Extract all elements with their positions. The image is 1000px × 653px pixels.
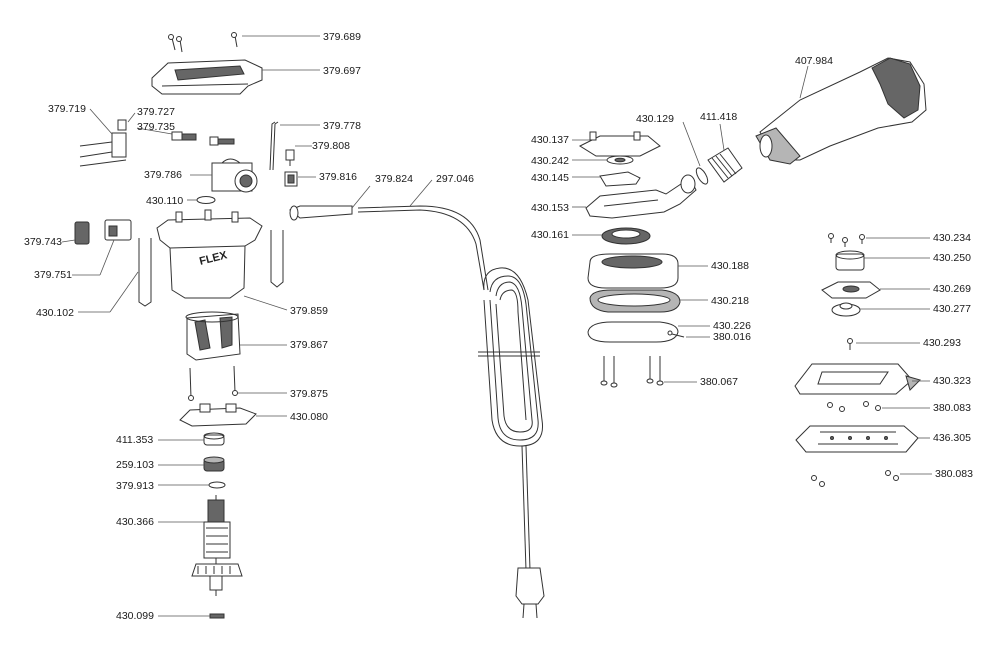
part-430323-base-plate	[794, 363, 921, 395]
label-379867: 379.867	[290, 339, 328, 351]
part-430080-bracket	[179, 403, 257, 427]
label-379727: 379.727	[137, 106, 175, 118]
part-379913-washer	[208, 481, 226, 489]
part-430153-dust-housing	[585, 174, 697, 219]
part-430234-screws	[828, 233, 865, 247]
label-430250: 430.250	[933, 252, 971, 264]
part-379689-screws	[168, 32, 238, 53]
label-380083-upper: 380.083	[933, 402, 971, 414]
label-430102: 430.102	[36, 307, 74, 319]
label-379697: 379.697	[323, 65, 361, 77]
label-379824: 379.824	[375, 173, 413, 185]
label-379689: 379.689	[323, 31, 361, 43]
part-430129-seal	[695, 167, 709, 185]
part-379751-cap	[104, 219, 132, 241]
part-379816-clip	[284, 171, 298, 187]
label-430277: 430.277	[933, 303, 971, 315]
part-379743-cap	[74, 221, 90, 245]
label-379808: 379.808	[312, 140, 350, 152]
part-380083-screws-lower	[811, 470, 899, 487]
part-430250-bearing	[835, 250, 865, 271]
label-430099: 430.099	[116, 610, 154, 622]
part-379719-brush-holder	[79, 119, 127, 167]
part-259103-bearing	[203, 456, 225, 472]
label-259103: 259.103	[116, 459, 154, 471]
label-430188: 430.188	[711, 260, 749, 272]
part-379824-strain-relief	[289, 205, 353, 221]
part-436305-sanding-plate	[795, 425, 919, 453]
part-411418-adapter	[707, 147, 743, 183]
label-430110: 430.110	[146, 195, 183, 207]
part-380016-screw	[667, 330, 685, 338]
part-430102-springs	[138, 230, 284, 307]
part-379778-wire	[269, 121, 279, 171]
label-430129: 430.129	[636, 113, 674, 125]
label-430161: 430.161	[531, 229, 569, 241]
label-379751: 379.751	[34, 269, 72, 281]
label-407984: 407.984	[795, 55, 833, 67]
label-297046: 297.046	[436, 173, 474, 185]
part-379875-screws	[188, 365, 238, 401]
label-430153: 430.153	[531, 202, 569, 214]
part-380083-screws-upper	[827, 401, 881, 412]
part-430188-counterweight	[587, 253, 679, 289]
part-430099	[209, 613, 225, 619]
label-380067: 380.067	[700, 376, 738, 388]
label-430080: 430.080	[290, 411, 328, 423]
label-379719: 379.719	[48, 103, 86, 115]
label-430226: 430.226	[713, 320, 751, 332]
label-411353: 411.353	[116, 434, 153, 446]
part-430269-plate	[821, 281, 881, 299]
label-379743: 379.743	[24, 236, 62, 248]
part-430242-ring	[606, 155, 634, 165]
part-379786-switch	[211, 158, 258, 193]
part-379859-housing: FLEX	[156, 209, 263, 299]
part-379697-top-cover	[151, 59, 263, 95]
part-430277-disk	[831, 302, 861, 317]
label-430366: 430.366	[116, 516, 154, 528]
label-379816: 379.816	[319, 171, 357, 183]
part-430226-gasket	[587, 321, 679, 343]
label-430323: 430.323	[933, 375, 971, 387]
label-430269: 430.269	[933, 283, 971, 295]
part-430110-ring	[196, 196, 216, 204]
part-297046-power-cord	[357, 205, 545, 619]
part-430293-screw	[847, 338, 853, 350]
label-430242: 430.242	[531, 155, 569, 167]
part-430145-clip	[599, 171, 641, 187]
label-430234: 430.234	[933, 232, 971, 244]
part-379808-connector	[285, 149, 295, 166]
label-430293: 430.293	[923, 337, 961, 349]
label-380083-lower: 380.083	[935, 468, 973, 480]
label-379859: 379.859	[290, 305, 328, 317]
label-430137: 430.137	[531, 134, 569, 146]
label-430145: 430.145	[531, 172, 569, 184]
label-379786: 379.786	[144, 169, 182, 181]
label-379735: 379.735	[137, 121, 175, 133]
part-430161-fan	[601, 227, 651, 245]
part-430366-armature	[191, 495, 243, 596]
part-407984-dust-container	[755, 57, 927, 165]
label-380016: 380.016	[713, 331, 751, 343]
label-379913: 379.913	[116, 480, 154, 492]
label-379778: 379.778	[323, 120, 361, 132]
part-380067-screws	[600, 356, 664, 388]
part-430218-seal	[589, 289, 681, 313]
part-379867-stator	[185, 311, 241, 361]
part-411353-bearing	[203, 432, 225, 446]
label-379875: 379.875	[290, 388, 328, 400]
label-411418: 411.418	[700, 111, 737, 123]
part-379735-brushes	[171, 131, 235, 146]
label-430218: 430.218	[711, 295, 749, 307]
label-436305: 436.305	[933, 432, 971, 444]
part-430137-plate	[578, 131, 661, 157]
